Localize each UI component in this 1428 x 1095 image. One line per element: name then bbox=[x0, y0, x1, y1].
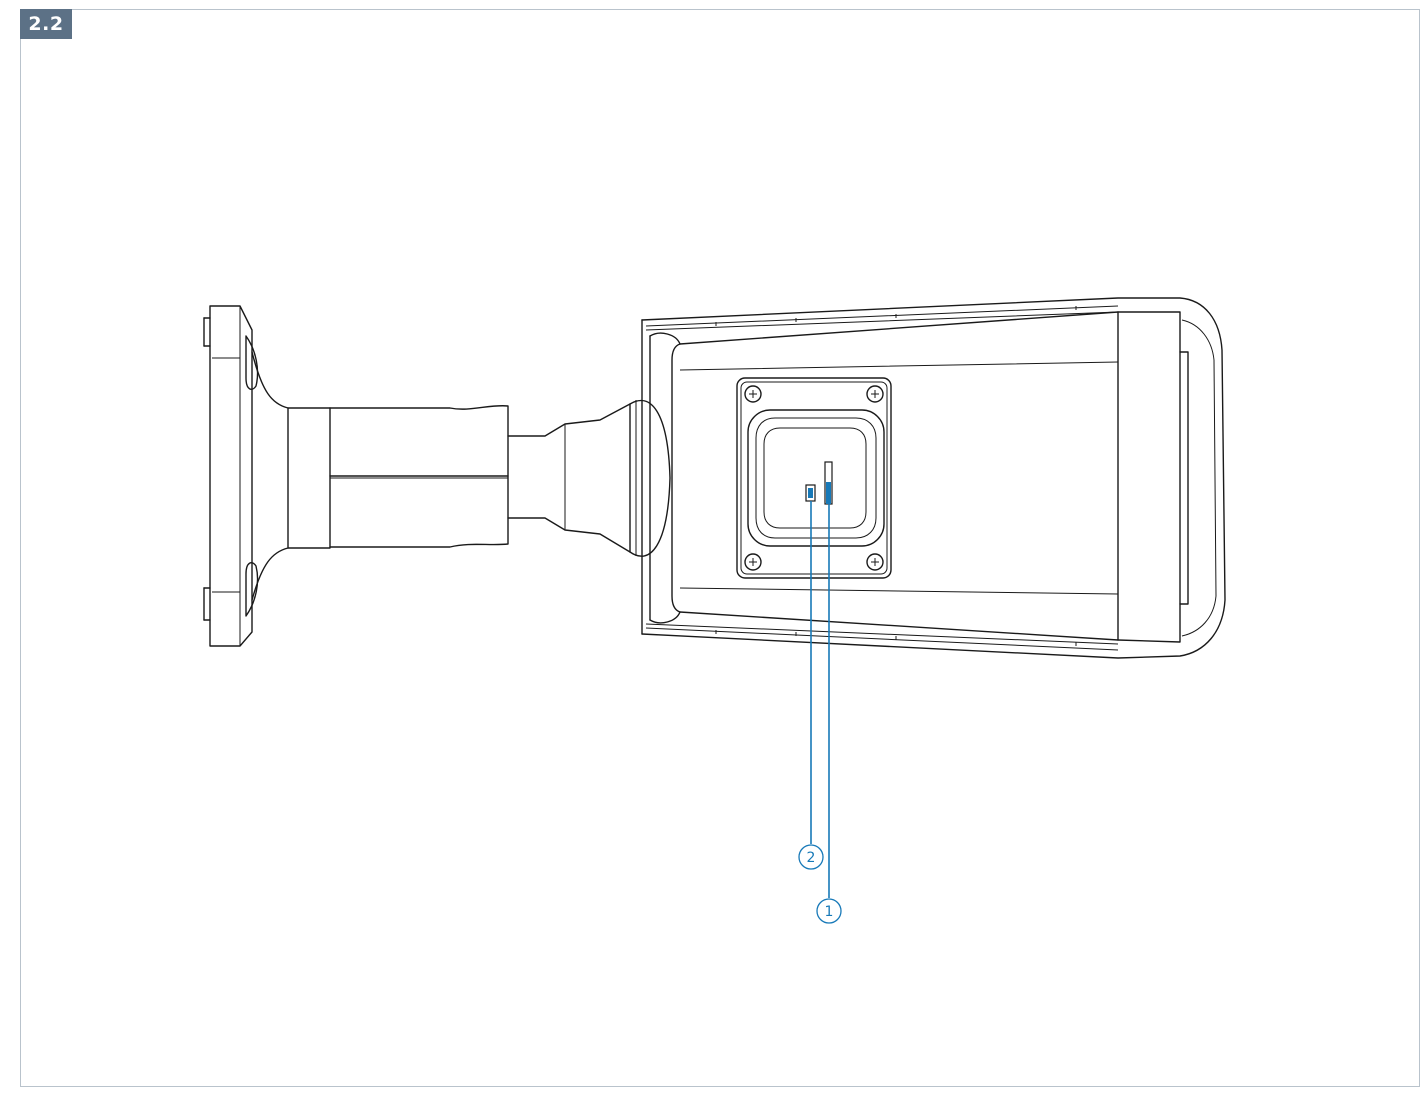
figure-frame bbox=[20, 9, 1420, 1087]
button-component-2 bbox=[805, 484, 816, 502]
camera-housing bbox=[641, 297, 1226, 659]
callout-2-marker: 2 bbox=[798, 844, 824, 870]
screw-bottom-right bbox=[866, 553, 884, 571]
mount-arm bbox=[287, 404, 509, 549]
callout-2-label: 2 bbox=[807, 850, 816, 866]
screw-top-right bbox=[866, 385, 884, 403]
slot-component-1 bbox=[824, 461, 833, 505]
mount-neck bbox=[251, 351, 289, 601]
rear-cover-plate bbox=[736, 377, 892, 579]
callout-1-marker: 1 bbox=[816, 898, 842, 924]
mount-joint bbox=[507, 399, 671, 557]
mount-base-plate bbox=[203, 305, 259, 647]
figure-number-badge: 2.2 bbox=[20, 9, 72, 39]
screw-top-left bbox=[744, 385, 762, 403]
callout-1-label: 1 bbox=[825, 904, 834, 920]
screw-bottom-left bbox=[744, 553, 762, 571]
